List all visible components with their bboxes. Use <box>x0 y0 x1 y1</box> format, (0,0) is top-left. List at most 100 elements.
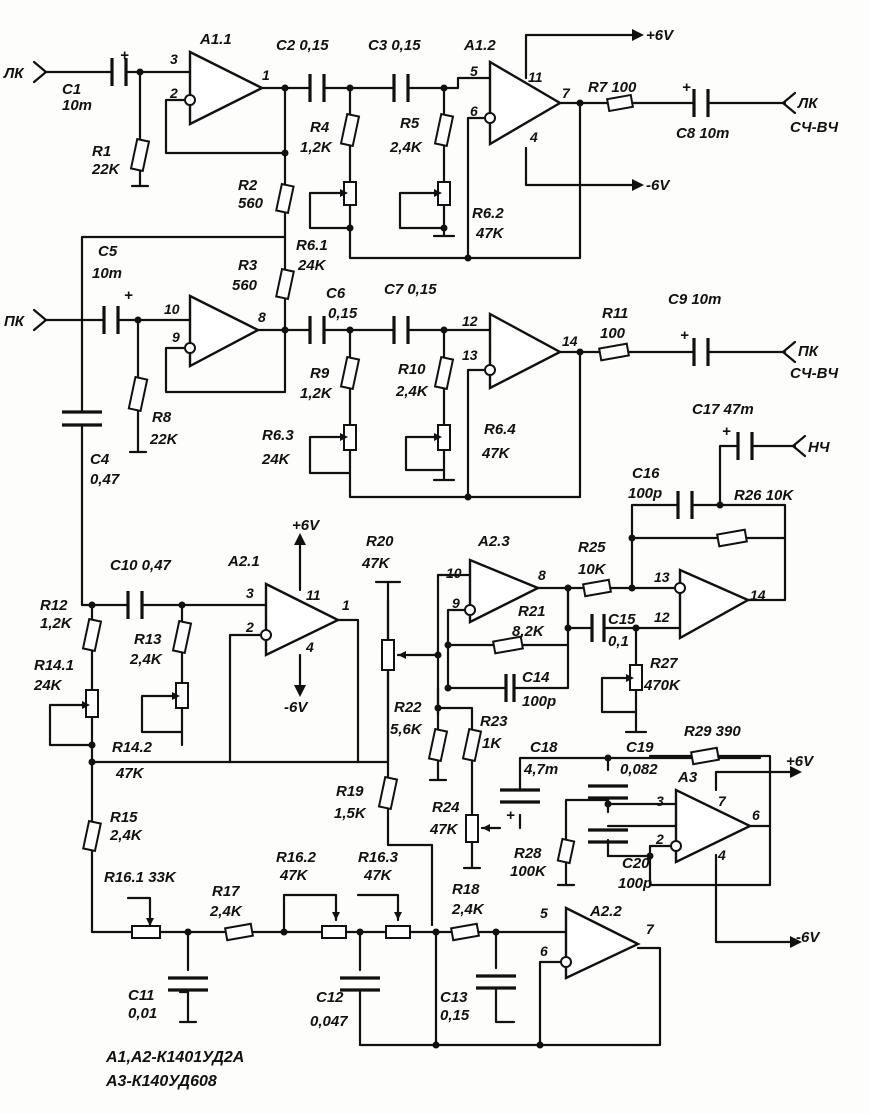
label-components-c7: C7 0,15 <box>384 281 437 298</box>
input-pk-arrow <box>32 308 48 332</box>
label-out-nch: НЧ <box>808 439 830 456</box>
label-components-c5v: 10m <box>92 265 122 282</box>
label-components-r21v: 8,2K <box>512 623 545 640</box>
label-components-r5v: 2,4K <box>389 139 423 156</box>
label-pins-a3-p6: 6 <box>752 807 760 823</box>
label-p6a: +6V <box>646 27 675 44</box>
wiper-arrows <box>82 189 634 926</box>
label-components-c13v: 0,15 <box>440 1007 470 1024</box>
label-pins-a21-p2: 2 <box>245 619 254 635</box>
label-components-r19v: 1,5K <box>334 805 367 822</box>
label-components-c8: C8 10m <box>676 125 729 142</box>
label-components-c1v: 10m <box>62 97 92 114</box>
label-components-r12: R12 <box>40 597 68 614</box>
label-components-r20v: 47K <box>361 555 391 572</box>
label-components-r62v: 47K <box>475 225 505 242</box>
label-pins-b-p10: 10 <box>164 301 180 317</box>
label-components-r25v: 10K <box>578 561 607 578</box>
label-components-c4v: 0,47 <box>90 471 120 488</box>
label-components-r142: R14.2 <box>112 739 153 756</box>
svg-text:+: + <box>120 47 129 64</box>
label-components-r28: R28 <box>514 845 542 862</box>
label-pins-a22-p5: 5 <box>540 905 548 921</box>
label-components-r17v: 2,4K <box>209 903 243 920</box>
label-pins-a22-p7: 7 <box>646 921 655 937</box>
label-components-r23v: 1K <box>482 735 502 752</box>
label-components-c20v: 100p <box>618 875 652 892</box>
label-components-c17: C17 47m <box>692 401 754 418</box>
svg-text:+: + <box>680 327 689 344</box>
svg-text:+: + <box>722 423 731 440</box>
wiring <box>43 33 797 1047</box>
label-components-r3v: 560 <box>232 277 258 294</box>
label-components-r8v: 22K <box>149 431 179 448</box>
label-components-c18: C18 <box>530 739 558 756</box>
note-line2: A3-К140УД608 <box>105 1073 217 1090</box>
label-components-c19: C19 <box>626 739 654 756</box>
label-components-r62: R6.2 <box>472 205 504 222</box>
label-components-r27: R27 <box>650 655 678 672</box>
resistors <box>81 93 748 942</box>
label-components-r17: R17 <box>212 883 240 900</box>
label-components-c12: C12 <box>316 989 344 1006</box>
label-pins-a23-p9: 9 <box>452 595 460 611</box>
label-components-c11: C11 <box>128 987 154 1004</box>
opamp-a21 <box>260 582 341 657</box>
supply-arrow-4 <box>294 685 306 697</box>
label-components-c14: C14 <box>522 669 550 686</box>
label-a23: A2.3 <box>477 533 510 550</box>
label-pins-a12-p7: 7 <box>562 85 571 101</box>
output-nch-arrow <box>791 434 807 458</box>
label-components-c19v: 0,082 <box>620 761 658 778</box>
label-components-r163v: 47K <box>363 867 393 884</box>
label-components-r64v: 47K <box>481 445 511 462</box>
label-components-r2: R2 <box>238 177 258 194</box>
label-components-r10v: 2,4K <box>395 383 429 400</box>
label-components-r63: R6.3 <box>262 427 294 444</box>
label-a3: A3 <box>677 769 698 786</box>
label-pins-a3-p7: 7 <box>718 793 727 809</box>
supply-arrow-6 <box>790 936 802 948</box>
label-a11: A1.1 <box>199 31 232 48</box>
label-pins-a11-p2: 2 <box>169 85 178 101</box>
label-components-r28v: 100K <box>510 863 547 880</box>
label-components-c4: C4 <box>90 451 110 468</box>
opamp-a11 <box>184 50 265 126</box>
label-components-r4: R4 <box>310 119 330 136</box>
label-components-r5: R5 <box>400 115 420 132</box>
opamp-lf <box>674 568 751 641</box>
label-components-r141v: 24K <box>33 677 63 694</box>
label-components-r13: R13 <box>134 631 162 648</box>
label-components-r22v: 5,6K <box>390 721 423 738</box>
label-components-r22: R22 <box>394 699 422 716</box>
label-p6b: +6V <box>292 517 321 534</box>
label-pins-a21-p1: 1 <box>342 597 350 613</box>
label-pins-a22-p6: 6 <box>540 943 548 959</box>
label-components-r18: R18 <box>452 881 480 898</box>
label-components-r11: R11 <box>602 305 628 322</box>
opamp-a3 <box>670 788 753 864</box>
label-components-c12v: 0,047 <box>310 1013 348 1030</box>
label-out-lk: ЛК <box>797 95 819 112</box>
label-components-r15v: 2,4K <box>109 827 143 844</box>
opamp-b2 <box>484 311 563 390</box>
label-pins-a12-p5: 5 <box>470 63 478 79</box>
label-pins-a3-p4: 4 <box>717 847 726 863</box>
label-components-c16: C16 <box>632 465 660 482</box>
label-pins-lf-p12: 12 <box>654 609 670 625</box>
label-components-c3: C3 0,15 <box>368 37 421 54</box>
label-components-c18v: 4,7m <box>523 761 558 778</box>
label-components-r3: R3 <box>238 257 258 274</box>
junctions <box>88 68 724 1049</box>
label-n6a: -6V <box>646 177 671 194</box>
label-pins-a23-p10: 10 <box>446 565 462 581</box>
label-components-r25: R25 <box>578 539 606 556</box>
label-components-c1: C1 <box>62 81 81 98</box>
label-pins-a11-p1: 1 <box>262 67 270 83</box>
opamp-a23 <box>464 558 541 624</box>
label-components-r61v: 24K <box>297 257 327 274</box>
label-components-c2: C2 0,15 <box>276 37 329 54</box>
label-pins-lf-p14: 14 <box>750 587 766 603</box>
label-components-r142v: 47K <box>115 765 145 782</box>
